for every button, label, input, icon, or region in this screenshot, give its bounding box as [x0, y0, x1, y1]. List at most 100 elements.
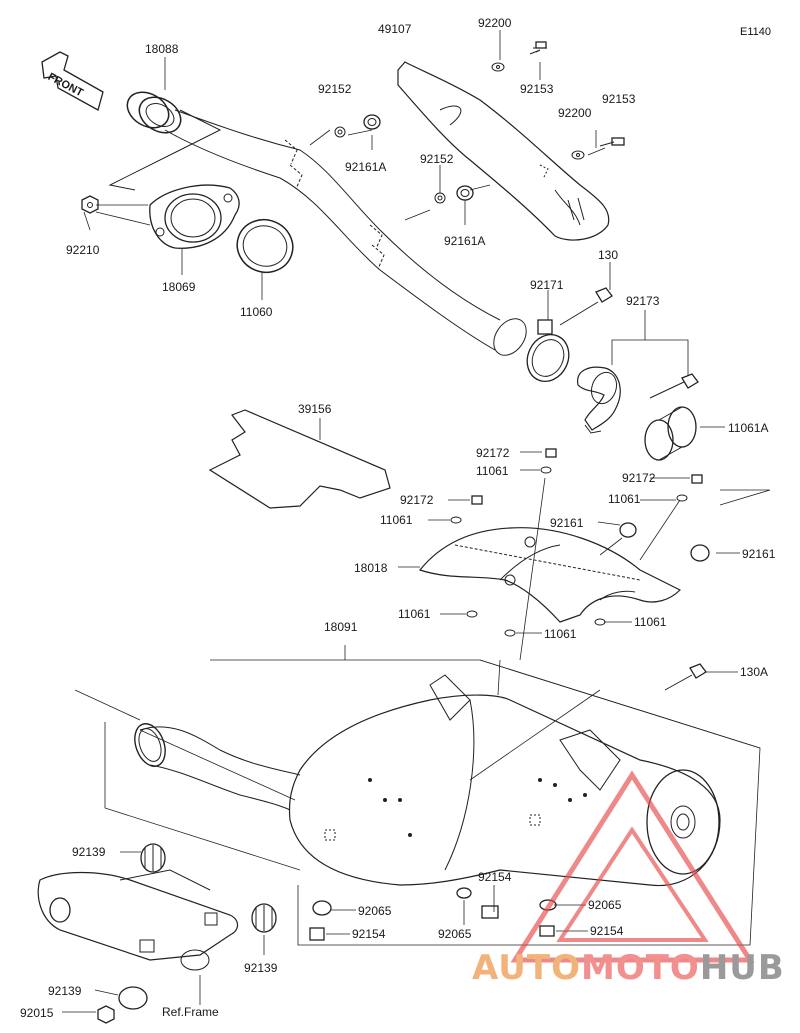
leader-lines-upper	[83, 30, 606, 300]
damper-92161-a-drawing	[619, 522, 637, 538]
part-92152-a: 92152	[318, 82, 352, 96]
bolt-92172-a-drawing	[545, 448, 557, 458]
leader-lines-guard	[398, 451, 740, 661]
heat-cover-49107-drawing	[397, 61, 610, 241]
watermark-text: AUTOMOTOHUB	[472, 948, 785, 988]
part-92153-a: 92153	[520, 82, 554, 96]
washer-92200-b-drawing	[571, 150, 585, 160]
washer-11061-e-drawing	[594, 618, 606, 626]
part-130: 130	[598, 248, 619, 262]
frame-reference-drawing	[37, 869, 239, 971]
washer-11061-f-drawing	[504, 629, 516, 637]
part-92153-b: 92153	[602, 92, 636, 106]
watermark-part3: HUB	[699, 948, 785, 988]
gasket-11060-drawing	[236, 219, 294, 273]
mount-92139-c-drawing	[118, 986, 148, 1010]
part-92139-c: 92139	[48, 984, 82, 998]
part-92152-b: 92152	[420, 152, 454, 166]
ref-frame-label: Ref.Frame	[162, 1005, 219, 1019]
part-92200-a: 92200	[478, 16, 512, 30]
part-92154-c: 92154	[590, 924, 624, 938]
part-92065-a: 92065	[358, 904, 392, 918]
bolt-92154-c-drawing	[481, 905, 499, 919]
bolt-92154-a-drawing	[309, 927, 325, 941]
part-11061-f: 11061	[544, 627, 577, 641]
part-92200-b: 92200	[558, 106, 592, 120]
part-92171: 92171	[530, 278, 564, 292]
washer-92200-a-drawing	[491, 62, 505, 72]
part-92161A-a: 92161A	[345, 160, 387, 174]
part-92161-a: 92161	[550, 516, 584, 530]
group-outline-lines	[74, 645, 761, 946]
bolt-92173-drawing	[649, 373, 699, 399]
part-92210: 92210	[66, 243, 100, 257]
part-11061A: 11061A	[728, 421, 769, 435]
insulator-39156-drawing	[208, 409, 391, 509]
part-11060: 11060	[240, 305, 273, 319]
part-92172-a: 92172	[476, 446, 510, 460]
watermark-logo-icon	[510, 770, 755, 963]
part-92065-b: 92065	[588, 898, 622, 912]
part-92161A-b: 92161A	[444, 234, 486, 248]
part-18018: 18018	[354, 561, 388, 575]
damper-92161A-b-drawing	[456, 185, 474, 201]
part-92154-a: 92154	[478, 870, 512, 884]
washer-11061-c-drawing	[450, 516, 462, 524]
mount-92139-b-drawing	[251, 903, 277, 933]
bolt-92154-b-drawing	[539, 925, 555, 937]
sleeve-11061A-drawing	[644, 406, 697, 461]
part-92015: 92015	[20, 1006, 54, 1020]
part-92139-b: 92139	[244, 961, 278, 975]
part-18069: 18069	[162, 280, 196, 294]
damper-92161-b-drawing	[690, 544, 710, 562]
bolt-92153-a-drawing	[529, 41, 547, 55]
part-92161-b: 92161	[742, 547, 776, 561]
diagram-code: E1140	[740, 26, 771, 38]
part-11061-c: 11061	[380, 513, 413, 527]
bolt-130-drawing	[559, 287, 613, 326]
part-18091: 18091	[324, 620, 358, 634]
damper-92161A-a-drawing	[363, 114, 381, 130]
part-92154-b: 92154	[352, 927, 386, 941]
muffler-18091-drawing	[134, 674, 721, 887]
part-92172-b: 92172	[622, 471, 656, 485]
bolt-92172-b-drawing	[691, 474, 703, 484]
part-11061-e: 11061	[634, 615, 667, 629]
part-130A: 130A	[740, 665, 769, 679]
washer-92065-c-drawing	[456, 887, 472, 899]
part-49107: 49107	[378, 22, 412, 36]
part-39156: 39156	[298, 402, 332, 416]
bracket-92173-drawing	[577, 366, 621, 434]
part-11061-b: 11061	[608, 492, 641, 506]
bolt-92172-c-drawing	[471, 495, 483, 505]
heat-guard-18018-drawing	[418, 527, 682, 623]
part-11061-d: 11061	[398, 607, 431, 621]
pipe-gasket-18088-drawing	[108, 91, 222, 191]
washer-11061-a-drawing	[540, 466, 552, 474]
bolt-130A-drawing	[664, 663, 707, 691]
flange-18069-drawing	[149, 184, 240, 249]
part-11061-a: 11061	[476, 464, 509, 478]
part-92139-a: 92139	[72, 845, 106, 859]
watermark-part1: AUTO	[472, 948, 581, 988]
collar-92152-b-drawing	[434, 192, 446, 204]
part-92065-c: 92065	[438, 927, 472, 941]
front-arrow-icon	[41, 51, 104, 111]
bolt-92153-b-drawing	[599, 137, 625, 147]
part-92173: 92173	[626, 294, 660, 308]
part-92172-c: 92172	[400, 493, 434, 507]
nut-92015-drawing	[97, 1005, 115, 1024]
collar-92152-a-drawing	[334, 126, 346, 138]
watermark-part2: MOTO	[580, 948, 700, 988]
header-pipe-drawing	[164, 109, 527, 356]
mount-92139-a-drawing	[140, 843, 166, 873]
clamp-92171-drawing	[526, 319, 570, 382]
nut-92210-drawing	[81, 195, 99, 214]
leader-lines-mid	[547, 262, 771, 506]
part-18088: 18088	[145, 42, 179, 56]
washer-11061-d-drawing	[466, 610, 478, 618]
washer-92065-a-drawing	[312, 900, 332, 916]
washer-11061-b-drawing	[676, 494, 688, 502]
